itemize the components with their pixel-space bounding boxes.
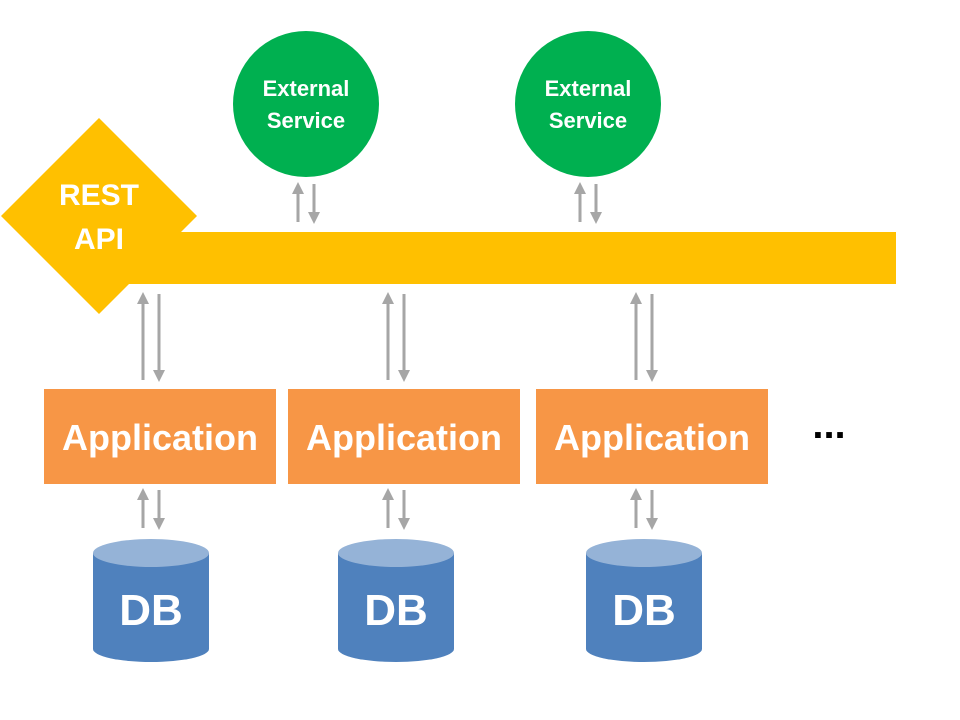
application-box-1	[44, 389, 276, 484]
database-1: DB	[93, 539, 209, 662]
more-applications-ellipsis: ...	[812, 403, 845, 447]
external-service-1	[233, 31, 379, 177]
external-service-1-label-line1: External	[263, 76, 350, 101]
application-box-2	[288, 389, 520, 484]
arrows-service-2-bus	[574, 182, 602, 224]
database-label-3: DB	[612, 586, 676, 635]
database-label-1: DB	[119, 586, 183, 635]
application-box-3	[536, 389, 768, 484]
external-service-2	[515, 31, 661, 177]
rest-api-label-line2: API	[74, 223, 124, 256]
arrows-application-db-3	[630, 488, 658, 530]
rest-api-bus	[95, 232, 896, 284]
rest-api-label-line1: REST	[59, 179, 139, 212]
arrows-service-1-bus	[292, 182, 320, 224]
arrows-application-db-1	[137, 488, 165, 530]
rest-api-diamond	[1, 118, 197, 314]
external-service-2-label-line1: External	[545, 76, 632, 101]
arrows-bus-application-2	[382, 292, 410, 382]
application-label-2: Application	[306, 417, 502, 458]
database-label-2: DB	[364, 586, 428, 635]
database-2: DB	[338, 539, 454, 662]
database-3: DB	[586, 539, 702, 662]
arrows-bus-application-1	[137, 292, 165, 382]
application-label-1: Application	[62, 417, 258, 458]
arrows-application-db-2	[382, 488, 410, 530]
external-service-1-label-line2: Service	[267, 108, 345, 133]
arrows-bus-application-3	[630, 292, 658, 382]
application-label-3: Application	[554, 417, 750, 458]
external-service-2-label-line2: Service	[549, 108, 627, 133]
